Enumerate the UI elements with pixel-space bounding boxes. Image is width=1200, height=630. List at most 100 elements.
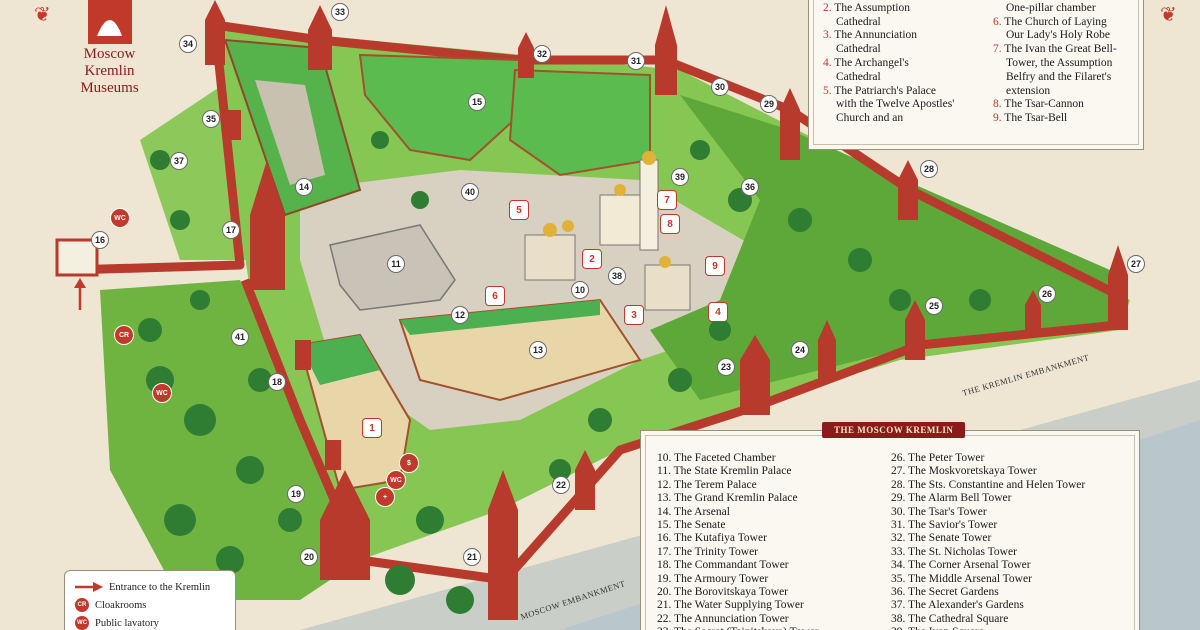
map-marker-5[interactable]: 5 xyxy=(509,200,529,220)
bottom-legend-item: 36. The Secret Gardens xyxy=(891,586,999,598)
bottom-legend-item: 38. The Cathedral Square xyxy=(891,612,1009,625)
legend-text: The Patriarch's Palace xyxy=(834,84,936,97)
map-marker-3[interactable]: 3 xyxy=(624,305,644,325)
service-marker[interactable]: CR xyxy=(114,325,134,345)
map-marker-41[interactable]: 41 xyxy=(231,328,249,346)
legend-number: 7. xyxy=(993,43,1005,56)
top-legend-item: extension xyxy=(993,85,1050,98)
map-marker-37[interactable]: 37 xyxy=(170,152,188,170)
map-marker-8[interactable]: 8 xyxy=(660,214,680,234)
bottom-legend-item: 22. The Annunciation Tower xyxy=(657,612,789,625)
bottom-legend-item: 18. The Commandant Tower xyxy=(657,559,789,572)
top-legend-item: Cathedral xyxy=(823,16,881,29)
map-marker-35[interactable]: 35 xyxy=(202,110,220,128)
bottom-legend-item: 12. The Terem Palace xyxy=(657,478,757,491)
top-legend-item: Cathedral xyxy=(823,71,881,84)
map-marker-23[interactable]: 23 xyxy=(717,358,735,376)
legend-text: with the Twelve Apostles' xyxy=(836,98,955,111)
map-marker-17[interactable]: 17 xyxy=(222,221,240,239)
kremlin-emblem-icon xyxy=(88,0,132,44)
legend-text: The Tsar-Cannon xyxy=(1004,98,1084,111)
map-marker-38[interactable]: 38 xyxy=(608,267,626,285)
key-cloakrooms: CR Cloakrooms xyxy=(75,597,146,613)
map-marker-24[interactable]: 24 xyxy=(791,341,809,359)
map-marker-12[interactable]: 12 xyxy=(451,306,469,324)
bottom-legend-item: 30. The Tsar's Tower xyxy=(891,505,987,518)
map-marker-18[interactable]: 18 xyxy=(268,373,286,391)
map-marker-10[interactable]: 10 xyxy=(571,281,589,299)
lavatory-icon: WC xyxy=(75,616,89,630)
legend-number: 6. xyxy=(993,15,1005,28)
legend-text: The Church of Laying xyxy=(1004,15,1107,28)
top-legend-item: One-pillar chamber xyxy=(993,2,1096,15)
bottom-legend-item: 20. The Borovitskaya Tower xyxy=(657,586,788,598)
bottom-legend-item: 39. The Ivan Square xyxy=(891,626,984,630)
map-marker-20[interactable]: 20 xyxy=(300,548,318,566)
corner-ornament-icon: ❦ xyxy=(1160,4,1177,26)
legend-number: 3. xyxy=(823,29,835,42)
service-marker[interactable]: WC xyxy=(386,470,406,490)
corner-ornament-icon: ❦ xyxy=(34,4,51,26)
legend-text: The Assumption xyxy=(834,1,911,14)
map-key: Entrance to the Kremlin CR Cloakrooms WC… xyxy=(64,570,236,630)
top-legend-item: 8. The Tsar-Cannon xyxy=(993,98,1084,111)
map-marker-32[interactable]: 32 xyxy=(533,45,551,63)
top-legend-item: 2. The Assumption xyxy=(823,2,910,15)
map-marker-26[interactable]: 26 xyxy=(1038,285,1056,303)
map-marker-22[interactable]: 22 xyxy=(552,476,570,494)
bottom-legend-item: 31. The Savior's Tower xyxy=(891,519,998,531)
legend-text: The Tsar-Bell xyxy=(1004,112,1068,125)
entrance-arrow-icon xyxy=(75,582,103,592)
map-marker-30[interactable]: 30 xyxy=(711,78,729,96)
map-marker-31[interactable]: 31 xyxy=(627,52,645,70)
map-marker-28[interactable]: 28 xyxy=(920,160,938,178)
map-marker-40[interactable]: 40 xyxy=(461,183,479,201)
cloakroom-icon: CR xyxy=(75,598,89,612)
map-marker-13[interactable]: 13 xyxy=(529,341,547,359)
map-marker-21[interactable]: 21 xyxy=(463,548,481,566)
top-legend-item: 9. The Tsar-Bell xyxy=(993,112,1067,125)
map-marker-11[interactable]: 11 xyxy=(387,255,405,273)
bottom-legend-item: 27. The Moskvoretskaya Tower xyxy=(891,465,1037,478)
map-marker-16[interactable]: 16 xyxy=(91,231,109,249)
map-marker-25[interactable]: 25 xyxy=(925,297,943,315)
map-marker-7[interactable]: 7 xyxy=(657,190,677,210)
map-marker-15[interactable]: 15 xyxy=(468,93,486,111)
map-marker-39[interactable]: 39 xyxy=(671,168,689,186)
map-marker-2[interactable]: 2 xyxy=(582,249,602,269)
service-marker[interactable]: WC xyxy=(152,383,172,403)
map-marker-34[interactable]: 34 xyxy=(179,35,197,53)
bottom-legend-item: 10. The Faceted Chamber xyxy=(657,452,776,464)
legend-text: One-pillar chamber xyxy=(1006,1,1096,14)
bottom-legend-item: 21. The Water Supplying Tower xyxy=(657,599,804,612)
map-marker-19[interactable]: 19 xyxy=(287,485,305,503)
top-legend-item: Our Lady's Holy Robe xyxy=(993,29,1110,42)
legend-number: 9. xyxy=(993,112,1005,125)
key-entrance: Entrance to the Kremlin xyxy=(75,579,210,595)
map-marker-33[interactable]: 33 xyxy=(331,3,349,21)
map-marker-29[interactable]: 29 xyxy=(760,95,778,113)
key-lavatory-label: Public lavatory xyxy=(95,617,159,629)
map-marker-14[interactable]: 14 xyxy=(295,178,313,196)
museums-logo: Moscow Kremlin Museums xyxy=(52,0,167,110)
map-marker-27[interactable]: 27 xyxy=(1127,255,1145,273)
legend-text: Cathedral xyxy=(836,15,881,28)
key-cloakrooms-label: Cloakrooms xyxy=(95,599,147,611)
map-marker-6[interactable]: 6 xyxy=(485,286,505,306)
service-marker[interactable]: $ xyxy=(399,453,419,473)
legend-number: 4. xyxy=(823,57,835,69)
top-legend-item: 4. The Archangel's xyxy=(823,57,909,70)
map-marker-36[interactable]: 36 xyxy=(741,178,759,196)
legend-text: The Annunciation xyxy=(834,29,918,42)
map-marker-1[interactable]: 1 xyxy=(362,418,382,438)
map-marker-4[interactable]: 4 xyxy=(708,302,728,322)
map-marker-9[interactable]: 9 xyxy=(705,256,725,276)
service-marker[interactable]: WC xyxy=(110,208,130,228)
service-marker[interactable]: + xyxy=(375,487,395,507)
legend-text: Church and an xyxy=(836,112,904,125)
bottom-legend-item: 15. The Senate xyxy=(657,519,726,531)
legend-text: Tower, the Assumption xyxy=(1006,57,1113,69)
key-entrance-label: Entrance to the Kremlin xyxy=(109,581,211,593)
bottom-legend-item: 35. The Middle Arsenal Tower xyxy=(891,572,1032,585)
